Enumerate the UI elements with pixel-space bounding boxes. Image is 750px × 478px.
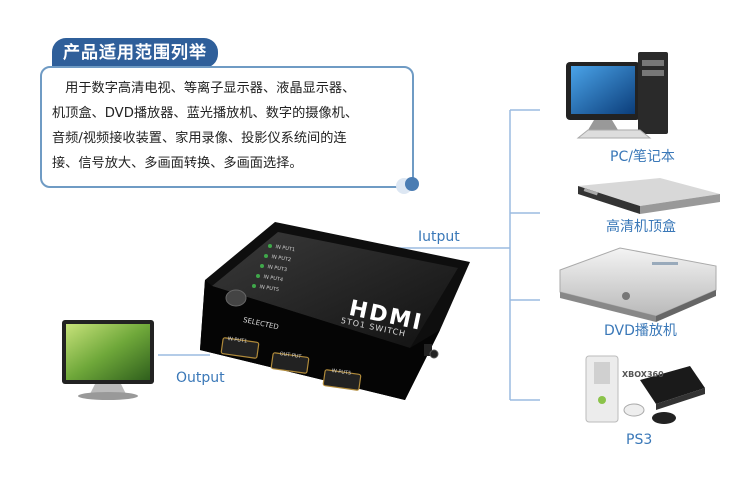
description-text: 用于数字高清电视、等离子显示器、液晶显示器、 机顶盒、DVD播放器、蓝光播放机、… (52, 76, 406, 176)
description-line: 接、信号放大、多画面转换、多画面选择。 (52, 156, 303, 171)
connection-lines (158, 109, 540, 401)
source-label-stb: 高清机顶盒 (606, 219, 676, 235)
console-logo: XBOX360 (622, 370, 664, 379)
description-box (40, 66, 414, 188)
decor-dot-accent (405, 177, 419, 191)
set-top-box-icon (578, 178, 720, 214)
output-label: Output (176, 370, 225, 386)
description-line: 音频/视频接收装置、家用录像、投影仪系统间的连 (52, 131, 347, 146)
source-label-dvd: DVD播放机 (604, 323, 677, 339)
game-console-icon (585, 355, 705, 424)
input-label: Iutput (418, 229, 460, 245)
description-line: 机顶盒、DVD播放器、蓝光播放机、数字的摄像机、 (52, 106, 359, 121)
description-line: 用于数字高清电视、等离子显示器、液晶显示器、 (52, 81, 356, 96)
tv-icon (62, 320, 154, 400)
source-label-pc: PC/笔记本 (610, 149, 675, 165)
dvd-player-icon (559, 247, 717, 322)
page-title: 产品适用范围列举 (52, 38, 218, 68)
hdmi-switch-icon (200, 222, 470, 400)
pc-icon (566, 52, 668, 139)
source-label-ps3: PS3 (626, 432, 653, 448)
